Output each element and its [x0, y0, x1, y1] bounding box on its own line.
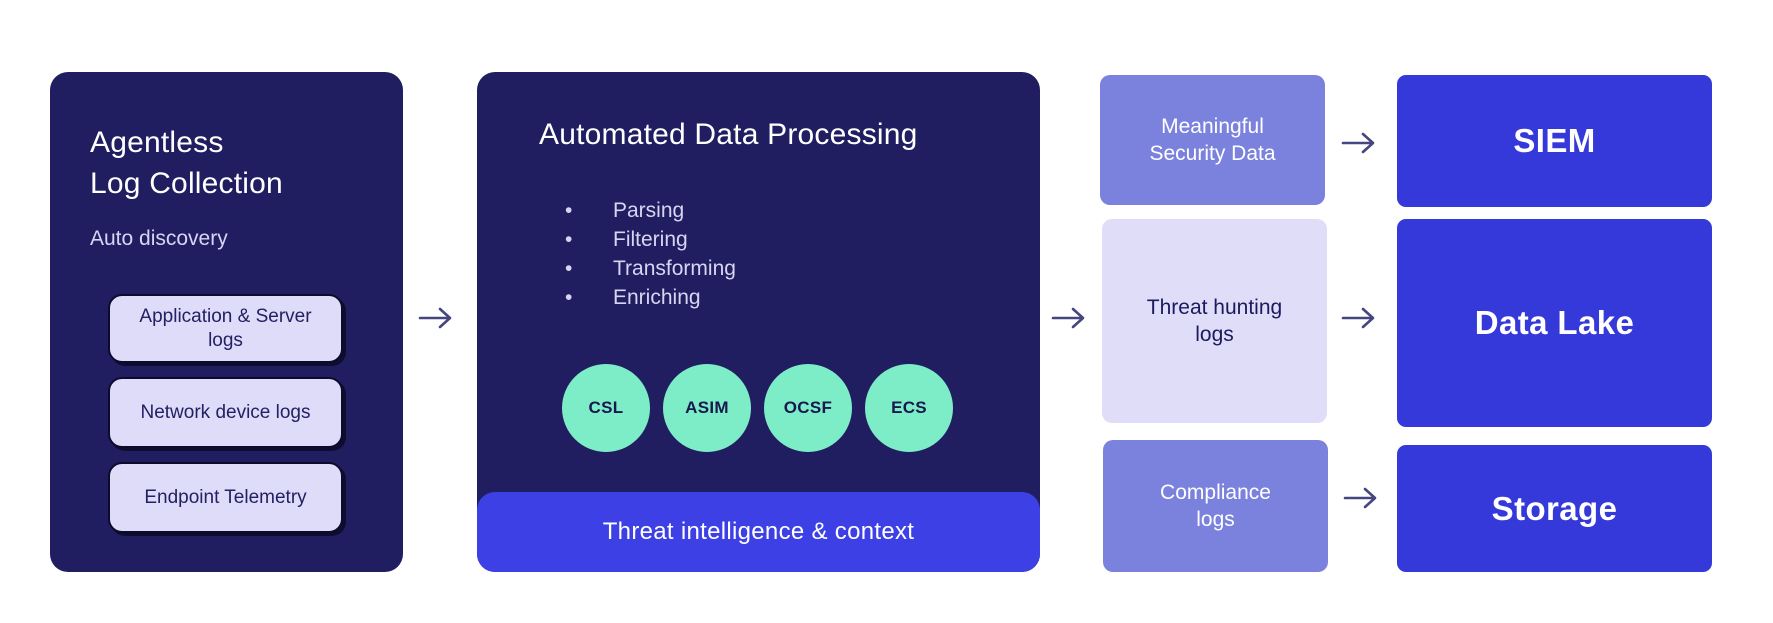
schema-badges-row: CSL ASIM OCSF ECS	[562, 364, 953, 452]
source-label: Network device logs	[140, 401, 311, 423]
auto-discovery-label: Auto discovery	[90, 227, 228, 250]
source-application-server-logs: Application & Server logs	[108, 294, 343, 363]
arrow-right-icon	[1051, 307, 1085, 329]
arrow-collection-to-processing	[418, 304, 456, 332]
arrow-threat-to-datalake	[1341, 304, 1379, 332]
data-processing-card: Automated Data Processing Parsing Filter…	[477, 72, 1040, 572]
destination-data-lake: Data Lake	[1397, 219, 1712, 427]
processing-title: Automated Data Processing	[539, 118, 918, 151]
log-collection-title-line1: Agentless	[90, 126, 224, 159]
arrow-right-icon	[1341, 132, 1375, 154]
schema-badge-ecs: ECS	[865, 364, 953, 452]
schema-badge-csl: CSL	[562, 364, 650, 452]
arrow-compliance-to-storage	[1343, 484, 1381, 512]
processing-step-filtering: Filtering	[565, 225, 736, 254]
destination-label: SIEM	[1513, 122, 1596, 159]
destination-label: Storage	[1491, 489, 1618, 527]
source-endpoint-telemetry: Endpoint Telemetry	[108, 462, 343, 533]
log-collection-card: Agentless Log Collection Auto discovery …	[50, 72, 403, 572]
output-threat-hunting-logs: Threat hunting logs	[1102, 219, 1327, 423]
threat-intelligence-label: Threat intelligence & context	[602, 518, 915, 545]
schema-badge-ocsf: OCSF	[764, 364, 852, 452]
source-label: Application & Server logs	[139, 305, 312, 351]
output-meaningful-security-data: Meaningful Security Data	[1100, 75, 1325, 205]
source-network-device-logs: Network device logs	[108, 377, 343, 448]
schema-badge-asim: ASIM	[663, 364, 751, 452]
destination-label: Data Lake	[1474, 304, 1635, 341]
arrow-right-icon	[1343, 487, 1377, 509]
output-label: Threat hunting logs	[1146, 295, 1283, 346]
destination-storage: Storage	[1397, 445, 1712, 572]
source-label: Endpoint Telemetry	[144, 486, 307, 508]
processing-steps-list: Parsing Filtering Transforming Enriching	[565, 196, 736, 312]
processing-step-enriching: Enriching	[565, 283, 736, 312]
arrow-meaningful-to-siem	[1341, 129, 1379, 157]
arrow-right-icon	[1341, 307, 1375, 329]
arrow-processing-to-outputs	[1051, 304, 1089, 332]
output-label: Meaningful Security Data	[1149, 114, 1276, 165]
threat-intelligence-bar: Threat intelligence & context	[477, 492, 1040, 572]
output-label: Compliance logs	[1160, 480, 1271, 531]
log-collection-title-line2: Log Collection	[90, 167, 283, 200]
arrow-right-icon	[418, 307, 452, 329]
processing-step-parsing: Parsing	[565, 196, 736, 225]
processing-step-transforming: Transforming	[565, 254, 736, 283]
output-compliance-logs: Compliance logs	[1103, 440, 1328, 572]
log-collection-title: Agentless Log Collection	[90, 122, 283, 204]
destination-siem: SIEM	[1397, 75, 1712, 207]
